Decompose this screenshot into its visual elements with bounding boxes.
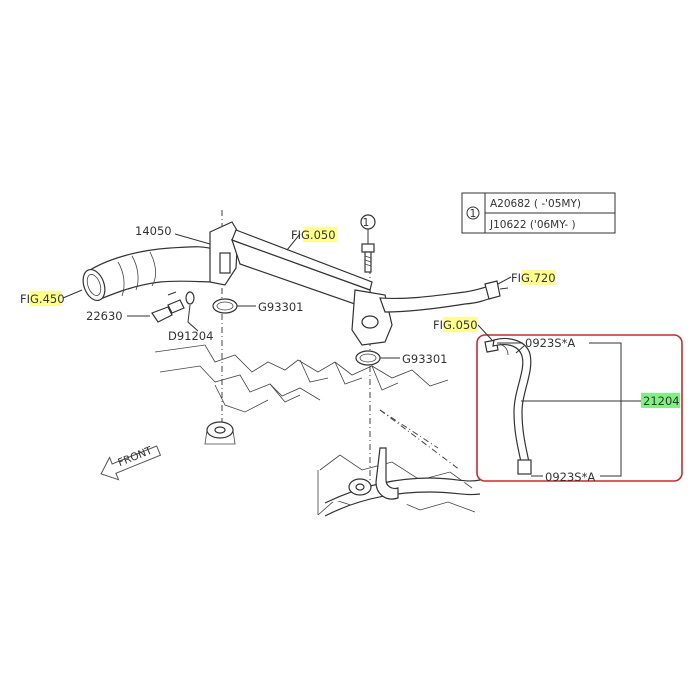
callout-table-row-2: J10622 ('06MY- ) [489,219,576,231]
callout-table [461,192,616,234]
o-ring-g93301-upper-inner [216,301,234,311]
label-callout-number: 1 [363,217,370,229]
engine-block-outline [154,344,476,516]
label-d91204: D91204 [168,329,213,343]
highlight-21204 [641,393,680,408]
label-22630: 22630 [86,309,123,323]
lower-coolant-pipe [324,447,481,517]
coolant-manifold-pipe [209,221,509,346]
sensor-22630 [151,291,185,323]
label-g93301-lower: G93301 [402,352,448,366]
highlight-fig720 [521,270,555,285]
label-14050: 14050 [135,224,172,238]
hose-21204 [484,337,532,475]
front-arrow [100,445,162,481]
o-ring-g93301-lower-inner [359,353,377,363]
highlight-fig450 [30,291,62,306]
label-fig450: FIG.450 [20,292,65,306]
label-fig720: FIG.720 [511,271,556,285]
label-g93301-upper: G93301 [258,300,304,314]
callout-table-row-1: A20682 ( -'05MY) [490,198,581,210]
highlight-fig050-right [443,317,477,332]
lower-left-flange [204,421,236,445]
callout-table-symbol: 1 [470,208,477,220]
intake-hose-14050 [82,246,216,302]
label-bolt-top: 0923S*A [525,336,575,350]
hose-21204-frame [476,334,683,482]
label-bolt-bottom: 0923S*A [545,470,595,484]
label-21204: 21204 [643,394,680,408]
bolt-callout-1 [360,214,376,273]
label-leaders [62,233,641,477]
label-fig050-top: FIG.050 [291,228,336,242]
gasket-d91204 [185,291,195,305]
label-fig050-right: FIG.050 [433,318,478,332]
highlight-fig050-top [303,227,337,242]
